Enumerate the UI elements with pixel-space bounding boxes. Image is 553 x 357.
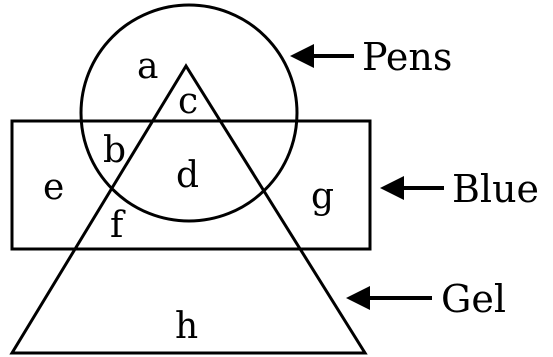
pens-circle — [79, 3, 299, 223]
gel-label: Gel — [441, 277, 506, 321]
region-label-e: e — [43, 167, 64, 208]
region-label-b: b — [103, 130, 126, 171]
region-label-d: d — [176, 155, 199, 196]
region-label-g: g — [311, 176, 334, 217]
blue-label: Blue — [452, 167, 539, 211]
region-label-f: f — [110, 205, 126, 246]
pens-arrow — [290, 44, 354, 68]
blue-rectangle — [10, 119, 372, 251]
pens-label: Pens — [362, 35, 452, 79]
region-label-h: h — [175, 306, 198, 347]
gel-arrow — [346, 286, 432, 310]
gel-triangle — [9, 63, 368, 355]
region-label-c: c — [178, 81, 198, 122]
region-label-a: a — [137, 46, 158, 87]
blue-arrow — [380, 176, 444, 200]
